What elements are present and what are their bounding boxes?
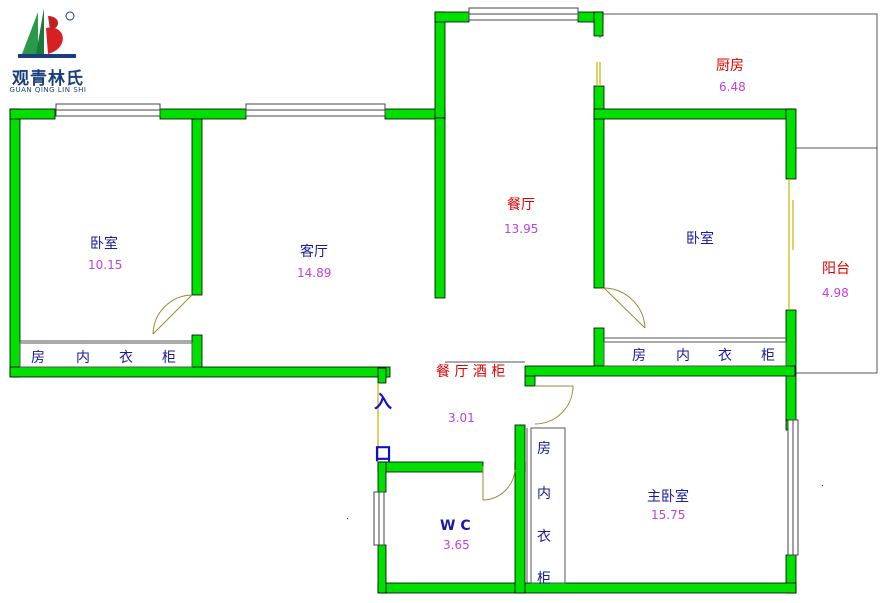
wardrobe-master-char-4: 柜 [537, 571, 551, 587]
logo-mark-icon [18, 8, 76, 58]
marks [346, 484, 824, 520]
door-swings [152, 287, 646, 501]
wardrobe-left-char-1: 房 [31, 350, 45, 366]
room-area-bedroom-left: 10.15 [88, 258, 123, 272]
entrance-char-1: 入 [374, 392, 392, 413]
room-area-dining: 13.95 [504, 222, 539, 236]
wardrobe-right-char-2: 内 [676, 348, 690, 364]
wardrobe-left-char-2: 内 [76, 350, 90, 366]
windows [55, 7, 799, 556]
wardrobe-boxes [19, 337, 787, 584]
wardrobe-left-char-3: 衣 [119, 350, 133, 366]
room-name-balcony: 阳台 [822, 261, 850, 277]
wine-cabinet-label: 餐 厅 酒 柜 [436, 364, 506, 380]
brand-logo: 观青林氏 GUAN QING LIN SHI [8, 6, 88, 102]
room-name-kitchen: 厨房 [716, 58, 744, 74]
room-area-wc: 3.65 [443, 538, 470, 552]
room-area-master-bedroom: 15.75 [651, 508, 686, 522]
room-area-living: 14.89 [297, 266, 332, 280]
room-area-balcony: 4.98 [822, 286, 849, 300]
wardrobe-right-char-1: 房 [632, 348, 646, 364]
room-name-bedroom-right: 卧室 [686, 231, 714, 247]
wardrobe-master-char-1: 房 [537, 441, 551, 457]
wardrobe-left-char-4: 柜 [162, 350, 176, 366]
entrance-char-2: 口 [374, 444, 392, 465]
brand-subtitle: GUAN QING LIN SHI [9, 86, 87, 94]
wardrobe-master-char-2: 内 [537, 486, 551, 502]
room-area-hall: 3.01 [448, 411, 475, 425]
wardrobe-right-char-4: 柜 [761, 348, 775, 364]
room-name-wc: W C [440, 518, 471, 534]
room-name-master-bedroom: 主卧室 [647, 489, 689, 505]
sliding-doors [377, 62, 794, 462]
room-name-dining: 餐厅 [507, 197, 535, 213]
room-name-living: 客厅 [300, 244, 328, 260]
brand-name: 观青林氏 [12, 69, 84, 89]
walls [9, 11, 797, 594]
room-area-kitchen: 6.48 [719, 80, 746, 94]
room-name-bedroom-left: 卧室 [90, 236, 118, 252]
wardrobe-right-char-3: 衣 [718, 348, 732, 364]
wardrobe-master-char-3: 衣 [537, 529, 551, 545]
